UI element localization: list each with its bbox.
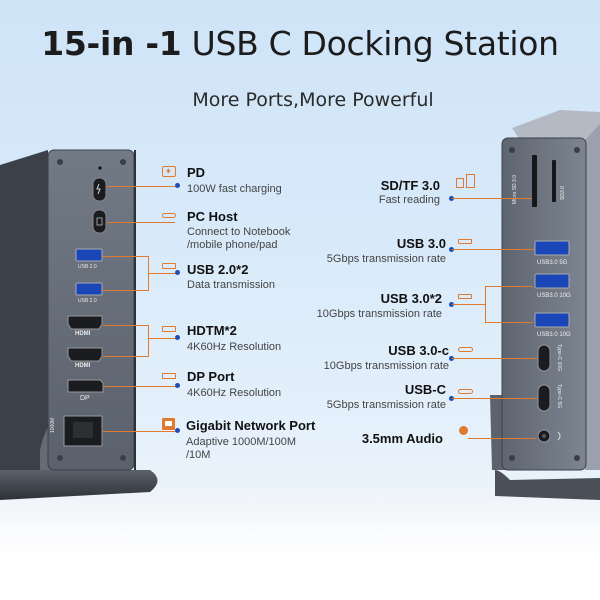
usb-c-icon (458, 389, 473, 394)
connector-line (485, 286, 533, 287)
connector-line (148, 338, 175, 339)
audio-jack-icon (459, 426, 468, 435)
connector-dot (175, 383, 180, 388)
connector-line (107, 222, 175, 223)
connector-dot (449, 247, 454, 252)
connector-line (452, 198, 532, 199)
usb10g-port-label: USB3.0 10G (537, 332, 571, 338)
connector-line (103, 431, 175, 432)
connector-dot (449, 396, 454, 401)
usb10g-port-label: USB3.0 10G (537, 293, 571, 299)
usb-icon (162, 263, 176, 269)
sd-slot-label: SD3.0 (560, 186, 566, 200)
connector-dot (449, 196, 454, 201)
connector-line (452, 398, 537, 399)
port-label-pd: PD 100W fast charging (187, 165, 282, 195)
usb-c-icon (162, 213, 176, 218)
connector-dot (449, 356, 454, 361)
port-label-usb30: USB 3.0 5Gbps transmission rate (326, 236, 446, 265)
sd-card-icon (456, 178, 464, 188)
port-label-sd-tf: SD/TF 3.0 Fast reading (378, 178, 440, 206)
port-label-audio: 3.5mm Audio (361, 431, 443, 446)
port-label-hdmi: HDTM*2 4K60Hz Resolution (187, 323, 282, 353)
page-title: 15-in -1 USB C Docking Station (41, 24, 559, 63)
usb20-port-label: USB 2.0 (78, 298, 97, 304)
tf-card-icon (466, 174, 475, 188)
connector-dot (175, 183, 180, 188)
connector-line (452, 304, 485, 305)
page-subtitle: More Ports,More Powerful (192, 89, 434, 111)
hdmi-port-label: HDMI (75, 363, 91, 369)
connector-dot (175, 335, 180, 340)
usb-icon (458, 239, 472, 244)
typec10g-port-label: Type-C 10G (556, 344, 562, 371)
connector-line (103, 325, 149, 326)
port-label-dp: DP Port 4K60Hz Resolution (187, 369, 282, 399)
hdmi-icon (162, 326, 176, 332)
hdmi-port-label: HDMI (75, 331, 91, 337)
port-label-usb20: USB 2.0*2 Data transmission (187, 262, 276, 291)
connector-line (452, 358, 537, 359)
connector-line (103, 356, 149, 357)
port-label-usb30-c: USB 3.0-c 10Gbps transmission rate (323, 343, 449, 372)
usb5g-port-label: USB3.0 5G (537, 260, 568, 266)
port-label-pc-host: PC Host Connect to Notebook /mobile phon… (187, 209, 291, 251)
usb-c-icon (458, 347, 473, 352)
usb-icon (458, 294, 472, 299)
connector-dot (175, 428, 180, 433)
connector-line (103, 290, 149, 291)
typec5g-port-label: Type-C 5G (556, 384, 562, 409)
battery-icon (162, 166, 176, 177)
port-label-gigabit-lan: Gigabit Network Port Adaptive 1000M/100M… (186, 418, 316, 461)
connector-bracket (485, 286, 486, 322)
connector-line (452, 249, 534, 250)
connector-line (148, 273, 175, 274)
usb20-port-label: USB 2.0 (78, 264, 97, 270)
connector-dot (175, 270, 180, 275)
ethernet-icon (162, 418, 175, 430)
connector-bracket (148, 325, 149, 356)
connector-line (485, 322, 533, 323)
connector-line (107, 186, 175, 187)
dp-port-label: DP (80, 395, 90, 402)
connector-line (103, 256, 149, 257)
microsd-slot-label: Micro SD 3.0 (512, 175, 518, 204)
displayport-icon (162, 373, 176, 379)
connector-line (468, 438, 536, 439)
port-label-usb30-x2: USB 3.0*2 10Gbps transmission rate (316, 291, 442, 320)
connector-line (104, 386, 175, 387)
connector-dot (449, 302, 454, 307)
floor-background (0, 488, 600, 600)
port-label-usb-c: USB-C 5Gbps transmission rate (326, 382, 446, 411)
